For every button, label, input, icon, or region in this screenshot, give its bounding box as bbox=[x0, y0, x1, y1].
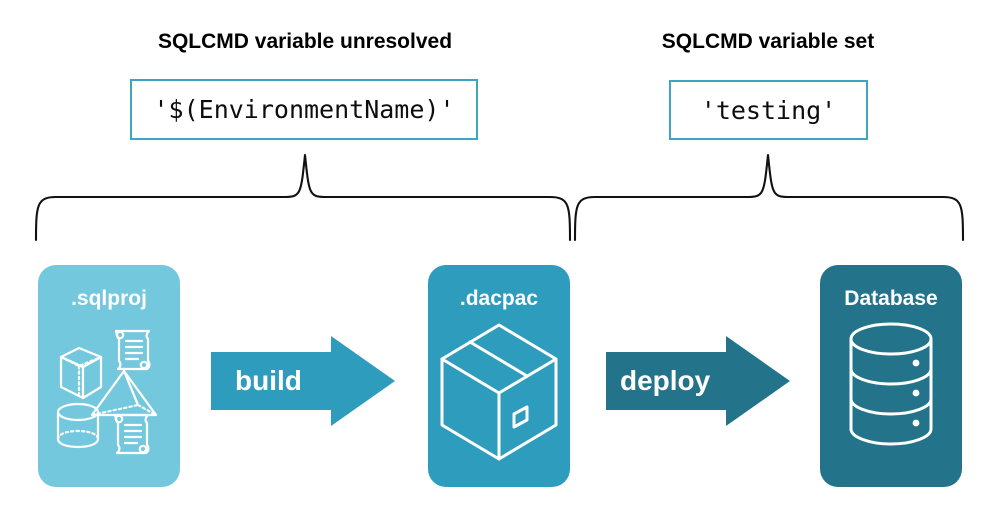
sqlcmd-variable-unresolved-value: '$(EnvironmentName)' bbox=[153, 95, 455, 124]
script-scroll-icon bbox=[113, 413, 150, 455]
arrow-build-shape bbox=[211, 336, 395, 426]
arrow-deploy-shape bbox=[606, 336, 790, 426]
artifact-card-sqlproj-title: .sqlproj bbox=[71, 287, 147, 310]
artifact-card-database: Database bbox=[820, 265, 962, 487]
section-heading-right: SQLCMD variable set bbox=[661, 30, 875, 53]
section-heading-left: SQLCMD variable unresolved bbox=[157, 30, 453, 53]
brace-right bbox=[573, 153, 965, 242]
script-scroll-icon bbox=[114, 329, 151, 371]
database-cylinder-icon bbox=[849, 322, 933, 446]
sqlproj-icon-group bbox=[38, 317, 180, 464]
database-icon-group bbox=[820, 315, 962, 470]
artifact-card-sqlproj: .sqlproj bbox=[38, 265, 180, 487]
artifact-card-database-title: Database bbox=[844, 287, 938, 310]
sqlcmd-variable-unresolved-box: '$(EnvironmentName)' bbox=[130, 79, 478, 140]
arrow-build-label: build bbox=[235, 365, 302, 396]
brace-left bbox=[34, 153, 572, 242]
sqlcmd-variable-set-value: 'testing' bbox=[700, 95, 837, 125]
artifact-card-dacpac: .dacpac bbox=[428, 265, 570, 487]
arrow-deploy-label: deploy bbox=[620, 365, 711, 396]
sqlcmd-variable-set-box: 'testing' bbox=[669, 80, 868, 140]
cube-icon bbox=[59, 346, 103, 400]
package-box-icon bbox=[440, 323, 558, 461]
arrow-deploy: deploy bbox=[600, 330, 795, 432]
artifact-card-dacpac-title: .dacpac bbox=[459, 287, 539, 310]
dacpac-icon-group bbox=[428, 317, 570, 472]
arrow-build: build bbox=[205, 330, 400, 432]
cylinder-icon bbox=[56, 402, 100, 449]
